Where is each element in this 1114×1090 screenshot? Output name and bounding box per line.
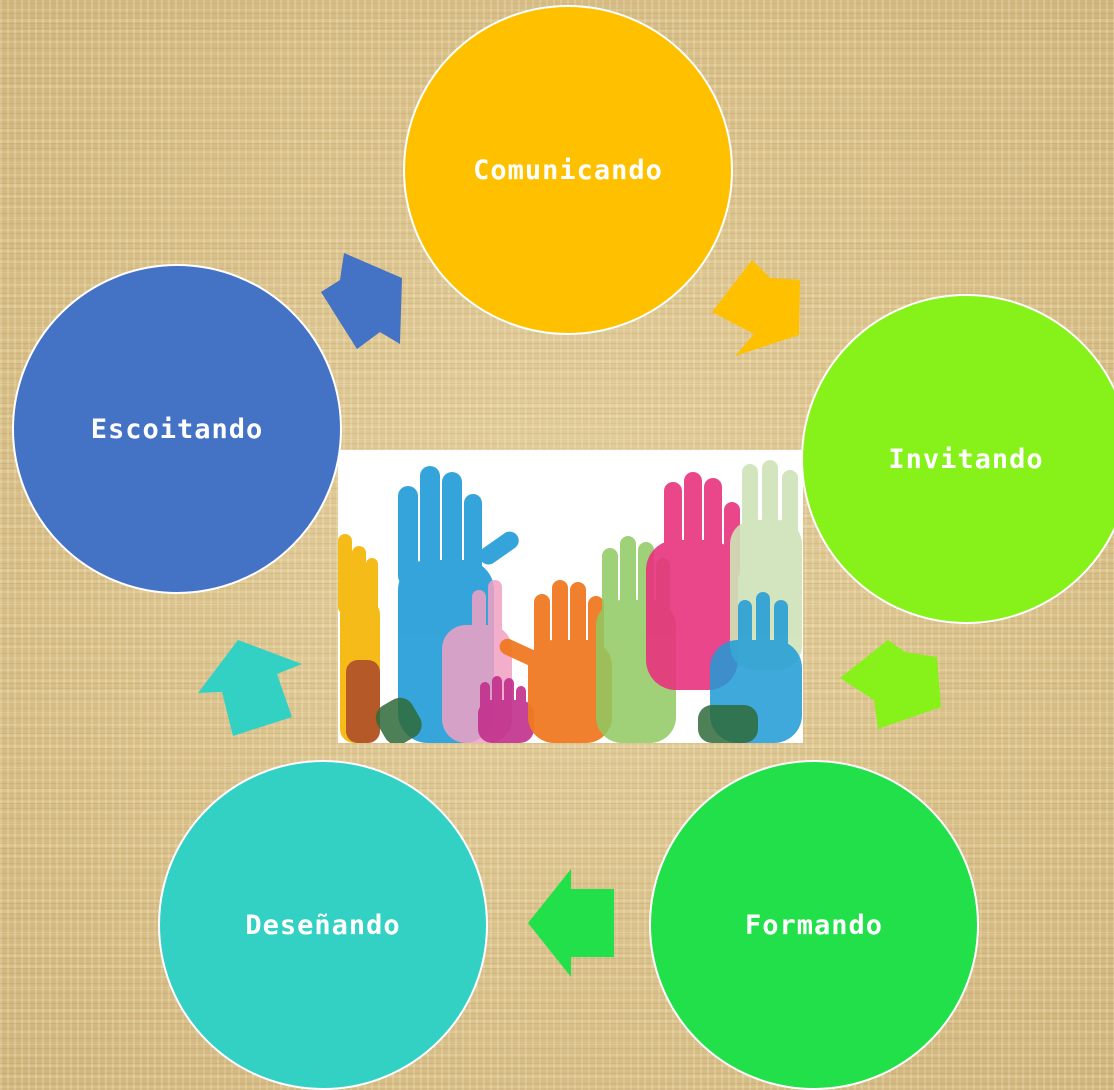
node-desenando: Deseñando (158, 760, 488, 1090)
node-label: Comunicando (473, 154, 663, 186)
arrow-formando-to-desenando (528, 869, 614, 977)
raised-hands-image (338, 450, 803, 743)
node-label: Deseñando (245, 909, 401, 941)
node-label: Invitando (888, 443, 1044, 475)
node-label: Escoitando (90, 413, 264, 445)
node-invitando: Invitando (801, 294, 1114, 624)
node-label: Formando (744, 909, 884, 941)
node-formando: Formando (649, 760, 979, 1090)
hand-dark-green (375, 697, 758, 743)
hand-magenta (478, 676, 534, 743)
arrow-comunicando-to-invitando (712, 260, 800, 356)
raised-hands-illustration (338, 450, 803, 743)
arrow-escoitando-to-comunicando (321, 253, 402, 349)
arrow-invitando-to-formando (840, 640, 941, 729)
node-escoitando: Escoitando (12, 264, 342, 594)
arrow-desenando-to-escoitando (198, 640, 302, 736)
node-comunicando: Comunicando (403, 5, 733, 335)
hand-brown (346, 660, 380, 743)
